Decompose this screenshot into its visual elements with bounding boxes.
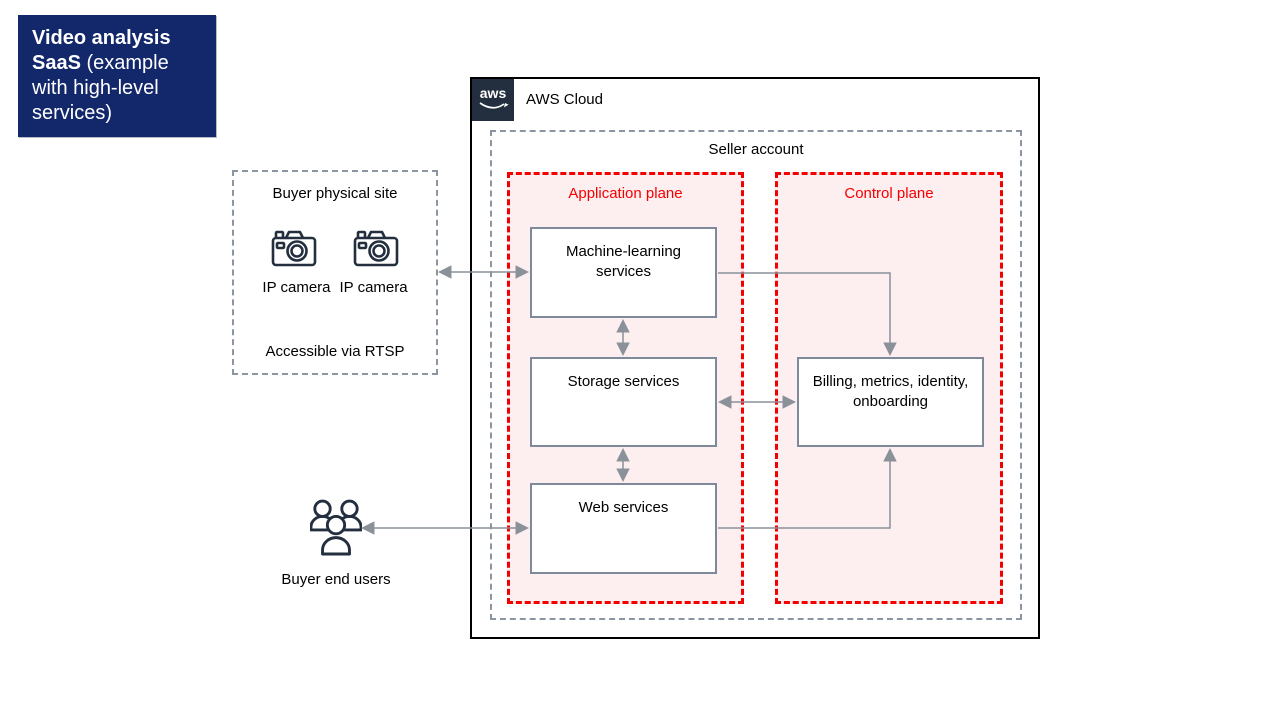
ip-camera-label: IP camera: [339, 279, 408, 296]
buyer-site-label: Buyer physical site: [272, 185, 398, 202]
ip-camera-icon: [271, 230, 317, 267]
buyer-end-users-label: Buyer end users: [281, 571, 391, 588]
application-plane-label: Application plane: [568, 185, 683, 202]
buyer-physical-site-group: Buyer physical site IP camera IP came: [232, 170, 438, 375]
application-plane: Application plane Machine-learning servi…: [507, 172, 744, 604]
web-services-label: Web services: [578, 499, 669, 516]
seller-account-label: Seller account: [708, 141, 804, 158]
diagram-title-card: Video analysis SaaS (example with high-l…: [18, 15, 216, 137]
billing-box-label: Billing, metrics, identity, onboarding: [812, 373, 969, 410]
web-services-box: Web services: [530, 483, 717, 574]
seller-account-container: Seller account Application plane Machine…: [490, 130, 1022, 620]
aws-cloud-container: aws AWS Cloud Seller account Application…: [470, 77, 1040, 639]
control-plane: Control plane Billing, metrics, identity…: [775, 172, 1003, 604]
aws-logo-text: aws: [480, 85, 507, 101]
title-bold-text: Video analysis SaaS: [32, 27, 171, 74]
aws-cloud-label: AWS Cloud: [526, 91, 603, 108]
users-icon: [309, 499, 363, 556]
control-plane-label: Control plane: [844, 185, 934, 202]
ip-camera-label: IP camera: [262, 279, 331, 296]
storage-services-box: Storage services: [530, 357, 717, 447]
camera-icon-row: [234, 228, 436, 268]
buyer-end-users-group: Buyer end users: [258, 498, 414, 588]
title-regular-text: (example with high-level services): [32, 52, 169, 124]
storage-services-label: Storage services: [567, 373, 680, 390]
billing-metrics-identity-onboarding-box: Billing, metrics, identity, onboarding: [797, 357, 984, 447]
rtsp-access-note: Accessible via RTSP: [265, 343, 405, 360]
ip-camera-icon: [353, 230, 399, 267]
machine-learning-services-label: Machine-learning services: [565, 243, 682, 280]
machine-learning-services-box: Machine-learning services: [530, 227, 717, 318]
aws-logo-icon: aws: [472, 79, 514, 121]
